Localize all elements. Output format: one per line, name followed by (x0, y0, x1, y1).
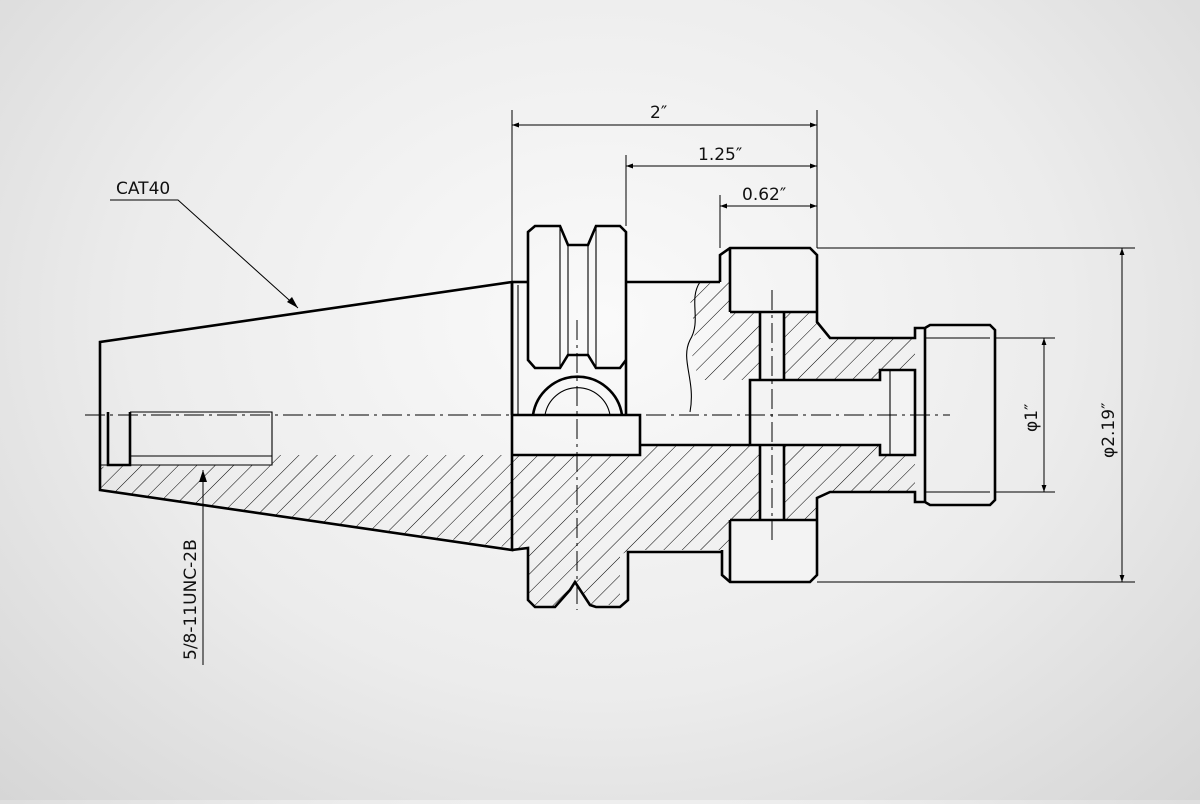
center-lines (85, 290, 950, 610)
thread-bore-minor (130, 411, 273, 466)
cat40-leader (110, 199, 299, 309)
center-bore (512, 413, 642, 457)
mid-length-label: 1.25″ (698, 145, 742, 165)
taper-outline (98, 280, 514, 552)
taper-section-hatch (100, 445, 750, 607)
flange-upper (718, 246, 997, 584)
flange-lower (511, 546, 722, 609)
labels: CAT40 5/8-11UNC-2B 2″ 1.25″ 0.62″ φ1″ φ2… (116, 103, 1119, 660)
overall-length-label: 2″ (650, 103, 667, 123)
outer-diameter-label: φ2.19″ (1099, 403, 1119, 458)
thread-label: 5/8-11UNC-2B (181, 539, 201, 660)
flange-upper-hatch (690, 280, 915, 380)
part-outline (98, 224, 997, 609)
v-flange-upper (526, 224, 628, 415)
inner-bore (748, 368, 917, 457)
flange-lower-hatch (750, 445, 915, 520)
taper-label: CAT40 (116, 179, 170, 199)
hatched-sections (100, 280, 915, 607)
short-length-label: 0.62″ (742, 185, 786, 205)
bore-diameter-label: φ1″ (1022, 404, 1042, 432)
dimensions (110, 110, 1135, 665)
thread-bore (106, 412, 132, 467)
break-line (686, 281, 701, 413)
keyway-arc (531, 375, 624, 416)
